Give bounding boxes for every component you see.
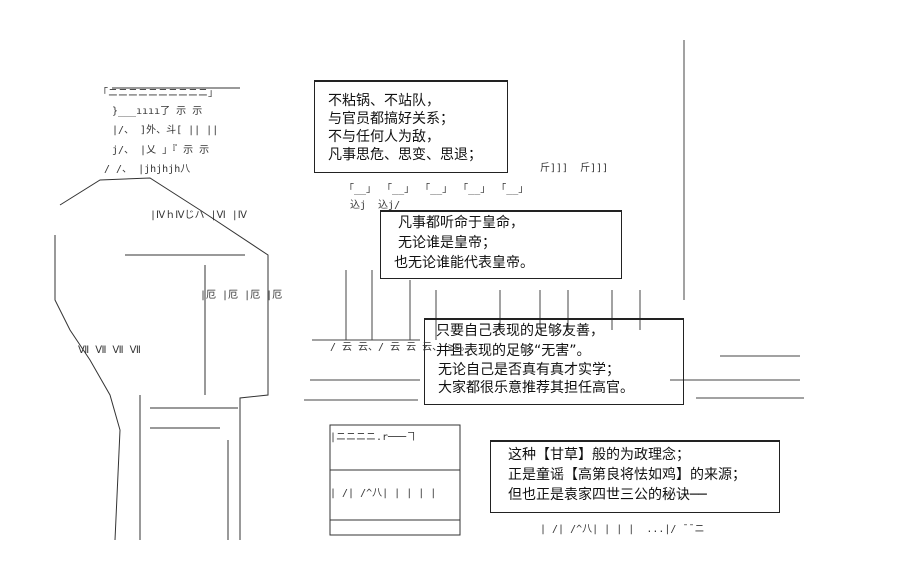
figure-art-row: |/、 ]外、斗[ || || [112,125,219,136]
speech-bottom-line: 这种【甘草】般的为政理念； [508,447,690,463]
bottom-left-art: |ニニニニ.r───ヿ [330,432,417,443]
speech-lower-line: 只要自己表现的足够友善， [436,323,604,339]
figure-header-art: 「ニニニニニニニニニニ」 [98,88,218,99]
speech-box-lower [424,318,684,405]
speech-bottom-line: 正是童谣【高第良将怯如鸡】的来源； [508,467,746,483]
cloud-art: / 云 云、/ 云 云 云、 ≧s。 [330,342,471,353]
speech-top-line: 不粘锅、不站队， [328,93,440,109]
speech-bottom-line: 但也正是袁家四世三公的秘诀── [508,487,707,503]
speech-box-mid [380,210,622,279]
figures-heads-art: 斤]]] 斤]]] [540,163,609,174]
speech-box-top [314,80,508,173]
figures-brackets-art: 「__」 「__」 「__」 「__」 「__」 [344,184,529,195]
bottom-right-art: | /| /^八| | | | ...|/ ̄ ̄ ニ [540,524,705,535]
speech-top-line: 与官员都搞好关系； [328,111,454,127]
figure-art-row: |ⅣｈⅣじハ |Ⅵ |Ⅳ [150,210,248,221]
speech-mid-line: 也无论谁能代表皇帝。 [394,255,534,271]
speech-lower-line: 并且表现的足够“无害”。 [436,343,591,359]
figure-art-row: |厄 |厄 |厄 |厄 [200,290,283,301]
speech-mid-line: 凡事都听命于皇命， [398,215,524,231]
speech-lower-line: 大家都很乐意推荐其担任高官。 [438,380,634,396]
figure-art-row: }___ıııı了 示 示 [112,106,203,117]
speech-box-bottom [490,440,780,513]
figure-art-row: j/、 |乂 」『 示 示 [112,145,210,156]
bottom-left-art-row: | /| /^八| | | | | [330,488,437,499]
speech-lower-line: 无论自己是否真有真才实学； [438,362,620,378]
speech-top-line: 不与任何人为敌， [328,129,440,145]
speech-top-line: 凡事思危、思变、思退； [328,147,482,163]
figures-mid-art: 込j 込j/ [350,200,401,211]
figure-art-row: / /、 |jhjhjh八 [104,164,191,175]
speech-mid-line: 无论谁是皇帝； [398,235,496,251]
